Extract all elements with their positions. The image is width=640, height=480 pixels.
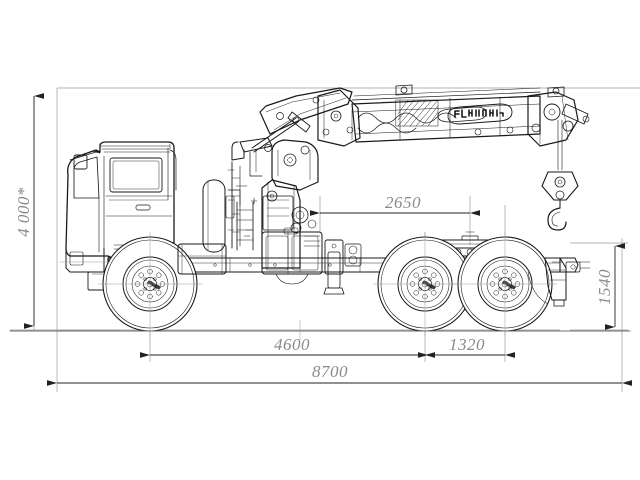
hook-block (541, 171, 579, 231)
brand-logo (447, 103, 513, 125)
dimension-label-1540: 1540 (595, 269, 614, 305)
model-designation (437, 106, 487, 123)
vehicle-assembly (9, 84, 631, 341)
rear-wheel-2 (452, 231, 558, 337)
front-wheel (97, 231, 203, 337)
dimension-wheelbase: 4600 (140, 335, 435, 358)
crane-boom (251, 87, 361, 153)
dimension-label-height: 4 000* (14, 187, 33, 237)
dimension-label-reach: 2650 (385, 193, 421, 212)
dimension-fifthwheel-height: 1540 (595, 243, 625, 330)
dimension-bogie-spread: 1320 (418, 335, 515, 358)
crane-column (227, 137, 319, 269)
dimension-label-bogie: 1320 (449, 335, 485, 354)
crane-jib (351, 84, 565, 143)
outrigger (323, 239, 362, 295)
centre-marks (59, 261, 301, 341)
rear-frame-end (527, 257, 591, 307)
dimension-label-length: 8700 (312, 362, 348, 381)
dimension-label-wheelbase: 4600 (274, 335, 310, 354)
boom-head (527, 91, 590, 171)
air-tank (202, 179, 235, 253)
dimension-crane-reach: 2650 (310, 193, 480, 216)
ladder (236, 201, 254, 251)
dimension-overall-length: 8700 (47, 362, 632, 386)
dimension-overall-height: 4 000* (14, 93, 44, 329)
